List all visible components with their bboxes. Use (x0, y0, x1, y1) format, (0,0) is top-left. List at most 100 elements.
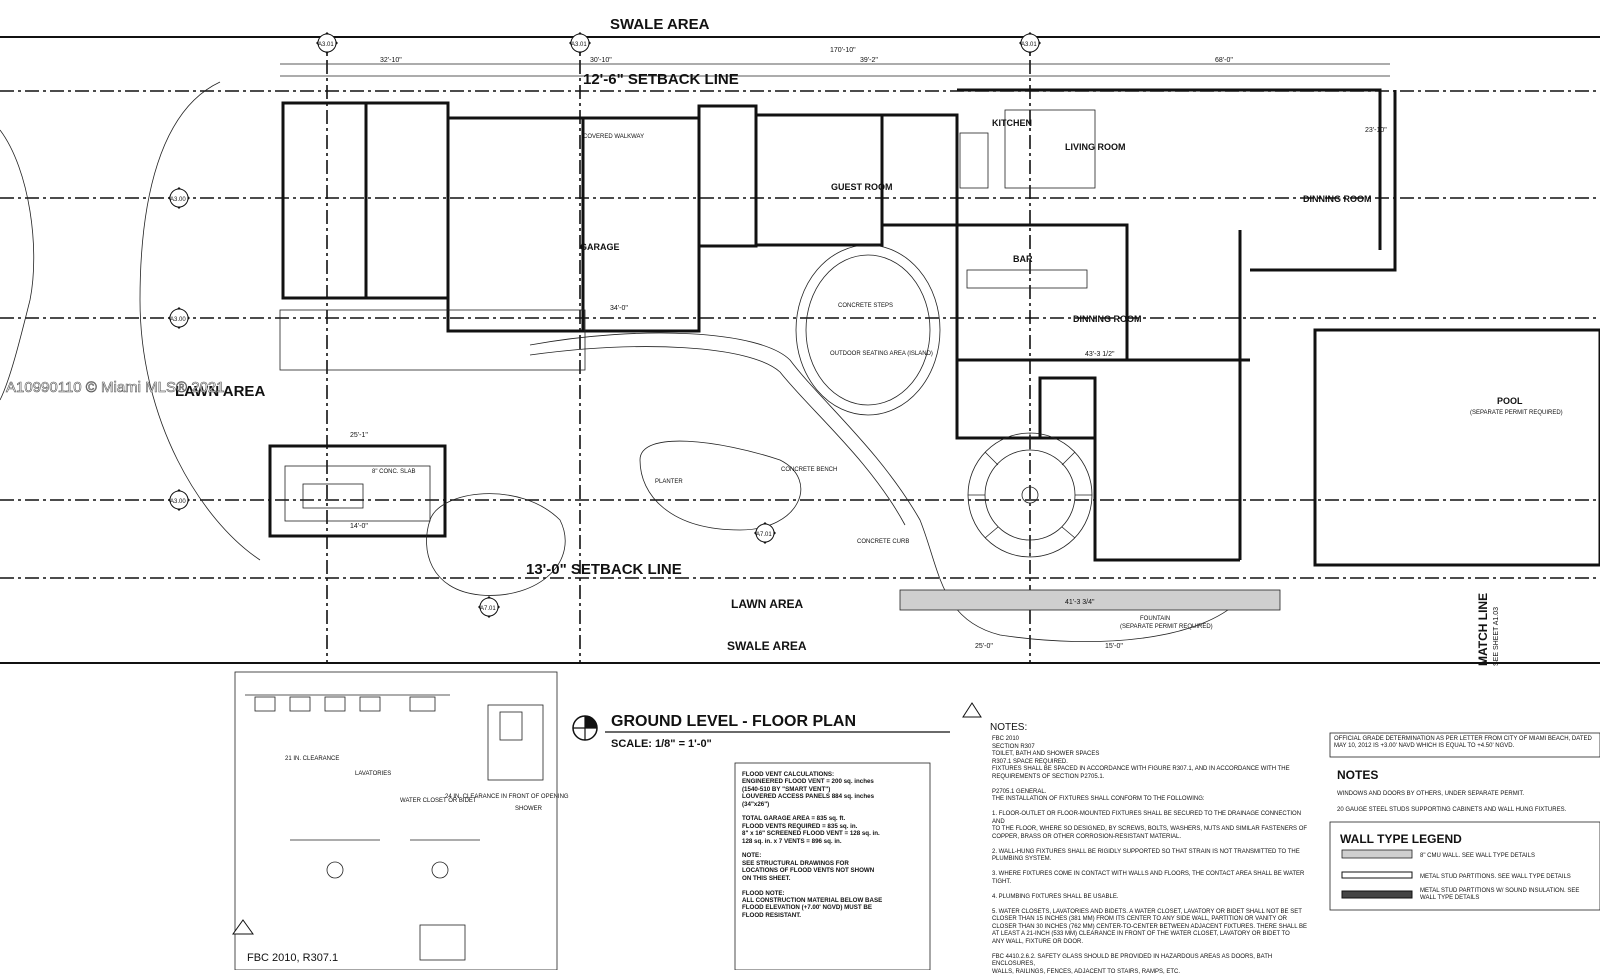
room-kitchen: KITCHEN (992, 118, 1032, 128)
setback-label-bottom: 13'-0" SETBACK LINE (526, 561, 682, 578)
notes-revision-icon (962, 702, 982, 718)
dim-14-0: 14'-0" (350, 523, 368, 530)
flood-vent-line: FLOOD NOTE: (742, 889, 785, 897)
section-mark-left-b: A3.00 (168, 307, 190, 329)
svg-text:A3.00: A3.00 (170, 317, 186, 323)
notes-body: FBC 2010 SECTION R307 TOILET, BATH AND S… (992, 736, 1308, 975)
wall-legend-heading: WALL TYPE LEGEND (1340, 832, 1462, 846)
section-mark-top-3: A3.01 (1019, 32, 1041, 54)
svg-text:A7.01: A7.01 (480, 606, 496, 612)
lawn-area-left: LAWN AREA (175, 383, 265, 400)
dim-68-0: 68'-0" (1215, 57, 1233, 64)
wall-legend-item-1: 8" CMU WALL. SEE WALL TYPE DETAILS (1420, 853, 1535, 859)
concrete-curb-label: CONCRETE CURB (857, 539, 909, 545)
flood-vent-heading: FLOOD VENT CALCULATIONS: (742, 771, 835, 778)
flood-vent-line (742, 882, 927, 889)
fountain-label: FOUNTAIN (1140, 616, 1170, 622)
match-line-label: MATCH LINE (1476, 593, 1490, 666)
section-mark-left-a: A3.00 (168, 187, 190, 209)
shower-label: SHOWER (515, 806, 543, 812)
notes-right-line-2: 20 GAUGE STEEL STUDS SUPPORTING CABINETS… (1337, 807, 1567, 813)
flood-vent-line: ALL CONSTRUCTION MATERIAL BELOW BASE (742, 896, 883, 904)
kitchen-counter (1004, 109, 1096, 189)
spiral-stair (967, 432, 1093, 558)
revision-delta-icon (232, 919, 254, 935)
section-mark-a701-2: A7.01 (478, 596, 500, 618)
concrete-steps-label: CONCRETE STEPS (838, 303, 893, 309)
section-mark-top-1: A3.01 (316, 32, 338, 54)
room-guest: GUEST ROOM (831, 182, 893, 192)
room-dinning: DINNING ROOM (1303, 194, 1372, 204)
flood-vent-line: FLOOD ELEVATION (+7.00' NGVD) MUST BE (742, 904, 872, 912)
kitchen-island (959, 132, 989, 189)
flood-vent-line: 128 sq. in. x 7 VENTS = 896 sq. in. (742, 837, 842, 845)
clearance-label: 21 IN. CLEARANCE (285, 756, 339, 762)
water-closet-label: WATER CLOSET OR BIDET (400, 798, 477, 804)
dim-32-10: 32'-10" (380, 57, 402, 64)
metal-stud-swatch (1341, 871, 1413, 879)
concrete-slab-label: 8" CONC. SLAB (372, 469, 415, 475)
plan-title: GROUND LEVEL - FLOOR PLAN (611, 713, 856, 730)
wall-legend-box (1329, 821, 1600, 911)
section-mark-left-c: A3.00 (168, 489, 190, 511)
flood-vent-calculations: FLOOD VENT CALCULATIONS: ENGINEERED FLOO… (742, 771, 927, 919)
swale-area-top: SWALE AREA (610, 16, 710, 33)
bar-counter (966, 269, 1088, 289)
dim-15-0: 15'-0" (1105, 643, 1123, 650)
flood-vent-line: LOCATIONS OF FLOOD VENTS NOT SHOWN (742, 867, 875, 875)
flood-vent-lines: ENGINEERED FLOOD VENT = 200 sq. inches(1… (742, 778, 927, 919)
watermark: A10990110 © Miami MLS® 2021 (6, 379, 225, 396)
svg-text:A3.01: A3.01 (571, 42, 587, 48)
paver-strip (899, 589, 1281, 611)
flood-vent-line: FLOOD RESISTANT. (742, 911, 802, 919)
dim-25-0: 25'-0" (975, 643, 993, 650)
flood-vent-line: ENGINEERED FLOOD VENT = 200 sq. inches (742, 778, 874, 786)
setback-label-top: 12'-6" SETBACK LINE (583, 71, 739, 88)
clearance-24-label: 24 IN. CLEARANCE IN FRONT OF OPENING (445, 794, 569, 800)
flood-vent-line: (1540-510 BY "SMART VENT") (742, 785, 831, 793)
section-markers: A3.01 A3.01 A3.01 A3.00 A3.00 A3.00 A7.0… (168, 32, 1041, 618)
flood-vent-line: ON THIS SHEET. (742, 874, 791, 882)
svg-text:A3.01: A3.01 (318, 42, 334, 48)
svg-text:A7.01: A7.01 (756, 532, 772, 538)
flood-vent-line (742, 845, 927, 852)
flood-vent-line: TOTAL GARAGE AREA = 835 sq. ft. (742, 815, 846, 823)
flood-vent-line: NOTE: (742, 852, 762, 860)
covered-walkway-label: COVERED WALKWAY (583, 134, 644, 140)
svg-text:A3.00: A3.00 (170, 499, 186, 505)
notes-right-line-1: WINDOWS AND DOORS BY OTHERS, UNDER SEPAR… (1337, 791, 1524, 797)
flood-vent-line: FLOOD VENTS REQUIRED = 835 sq. in. (742, 822, 858, 830)
grade-note-box (1329, 732, 1600, 758)
flood-vent-line (742, 808, 927, 815)
lawn-area-bottom: LAWN AREA (731, 597, 804, 611)
section-mark-a701-1: A7.01 (754, 522, 776, 544)
notes-heading: NOTES: (990, 722, 1027, 733)
dim-43-3: 43'-3 1/2" (1085, 351, 1115, 358)
dim-25-1: 25'-1" (350, 432, 368, 439)
flood-vent-line: LOUVERED ACCESS PANELS 884 sq. inches (742, 793, 875, 801)
planter-label: PLANTER (655, 479, 683, 485)
room-dining-2: DINNING ROOM (1073, 314, 1142, 324)
fbc-label: FBC 2010, R307.1 (247, 952, 338, 964)
room-living: LIVING ROOM (1065, 142, 1126, 152)
plan-scale: SCALE: 1/8" = 1'-0" (611, 738, 712, 750)
flood-vent-line: (34"x26") (742, 800, 770, 808)
section-mark-top-2: A3.01 (569, 32, 591, 54)
fbc-detail-drawings (245, 694, 544, 961)
outdoor-seating-label: OUTDOOR SEATING AREA (ISLAND) (830, 351, 933, 357)
svg-text:A3.00: A3.00 (170, 197, 186, 203)
swale-area-bottom: SWALE AREA (727, 639, 807, 653)
pool-permit-note: (SEPARATE PERMIT REQUIRED) (1470, 410, 1563, 416)
fountain-permit: (SEPARATE PERMIT REQUIRED) (1120, 624, 1213, 630)
match-line-sub: SEE SHEET A1.03 (1493, 607, 1500, 666)
lavatories-label: LAVATORIES (355, 771, 391, 777)
pool-outline (1313, 328, 1600, 567)
notes-right-heading: NOTES (1337, 768, 1378, 782)
dim-39-2: 39'-2" (860, 57, 878, 64)
sound-insulated-swatch (1341, 890, 1413, 899)
concrete-bench-label: CONCRETE BENCH (781, 467, 837, 473)
dim-170-10: 170'-10" (830, 47, 856, 54)
grade-note: OFFICIAL GRADE DETERMINATION AS PER LETT… (1334, 736, 1592, 749)
